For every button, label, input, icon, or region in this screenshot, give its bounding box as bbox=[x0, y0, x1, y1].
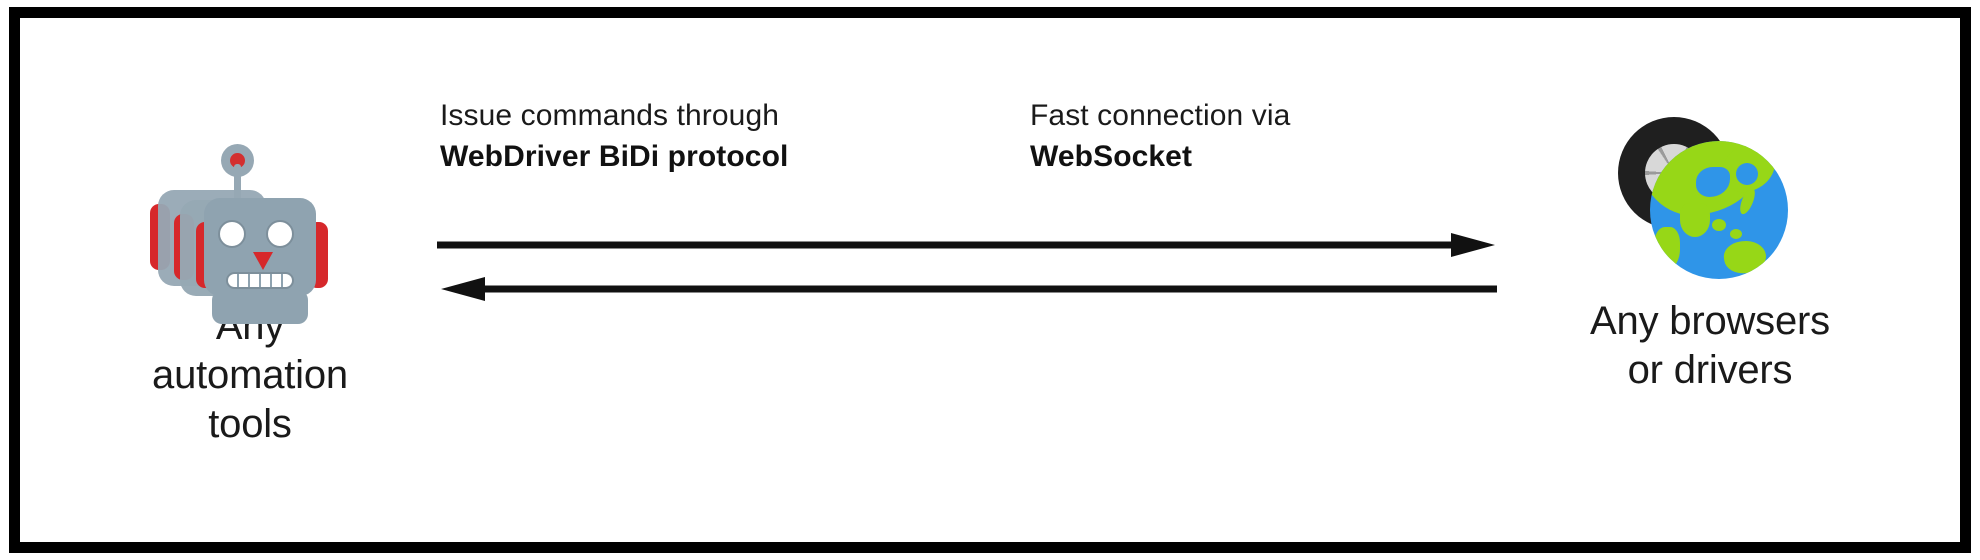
robot-eye-left-icon bbox=[218, 220, 246, 248]
outbound-arrow-icon bbox=[437, 233, 1495, 257]
globe-land-sea-asia bbox=[1730, 229, 1742, 239]
command-caption-line1: Issue commands through bbox=[440, 99, 780, 132]
robot-icon bbox=[150, 138, 350, 324]
arrow-group bbox=[435, 233, 1500, 313]
inbound-arrow-icon bbox=[441, 277, 1497, 301]
robot-antenna-stem-icon bbox=[234, 164, 241, 204]
robot-mouth-icon bbox=[226, 272, 294, 289]
connection-caption: Fast connection via WebSocket bbox=[1030, 96, 1450, 177]
globe-tire-icon bbox=[1610, 113, 1810, 283]
node-browsers-drivers: Any browsers or drivers bbox=[1510, 113, 1910, 395]
globe-sea-inland bbox=[1736, 163, 1758, 185]
arrow-svg bbox=[437, 233, 1497, 301]
node-browsers-drivers-label: Any browsers or drivers bbox=[1590, 299, 1830, 392]
connection-caption-line2: WebSocket bbox=[1030, 139, 1193, 173]
globe-land-sea-asia bbox=[1712, 219, 1726, 231]
robot-nose-icon bbox=[253, 252, 273, 270]
command-caption-line2: WebDriver BiDi protocol bbox=[440, 139, 789, 173]
connection-caption-line1: Fast connection via bbox=[1030, 99, 1291, 132]
diagram-canvas: Any automation tools bbox=[20, 18, 1960, 542]
globe-tire-icon-wrap bbox=[1610, 113, 1810, 283]
globe-land-australia bbox=[1721, 238, 1769, 276]
robot-head-icon bbox=[204, 198, 316, 296]
robot-icon-wrap bbox=[150, 138, 350, 324]
robot-body-icon bbox=[212, 290, 308, 324]
caption-group: Issue commands through WebDriver BiDi pr… bbox=[440, 96, 1500, 177]
node-automation-tools: Any automation tools bbox=[80, 138, 420, 448]
command-caption: Issue commands through WebDriver BiDi pr… bbox=[440, 96, 860, 177]
globe-icon bbox=[1650, 141, 1788, 279]
globe-land-india bbox=[1680, 203, 1710, 237]
robot-eye-right-icon bbox=[266, 220, 294, 248]
diagram-frame: Any automation tools bbox=[9, 7, 1971, 553]
globe-land-africa bbox=[1654, 227, 1680, 269]
